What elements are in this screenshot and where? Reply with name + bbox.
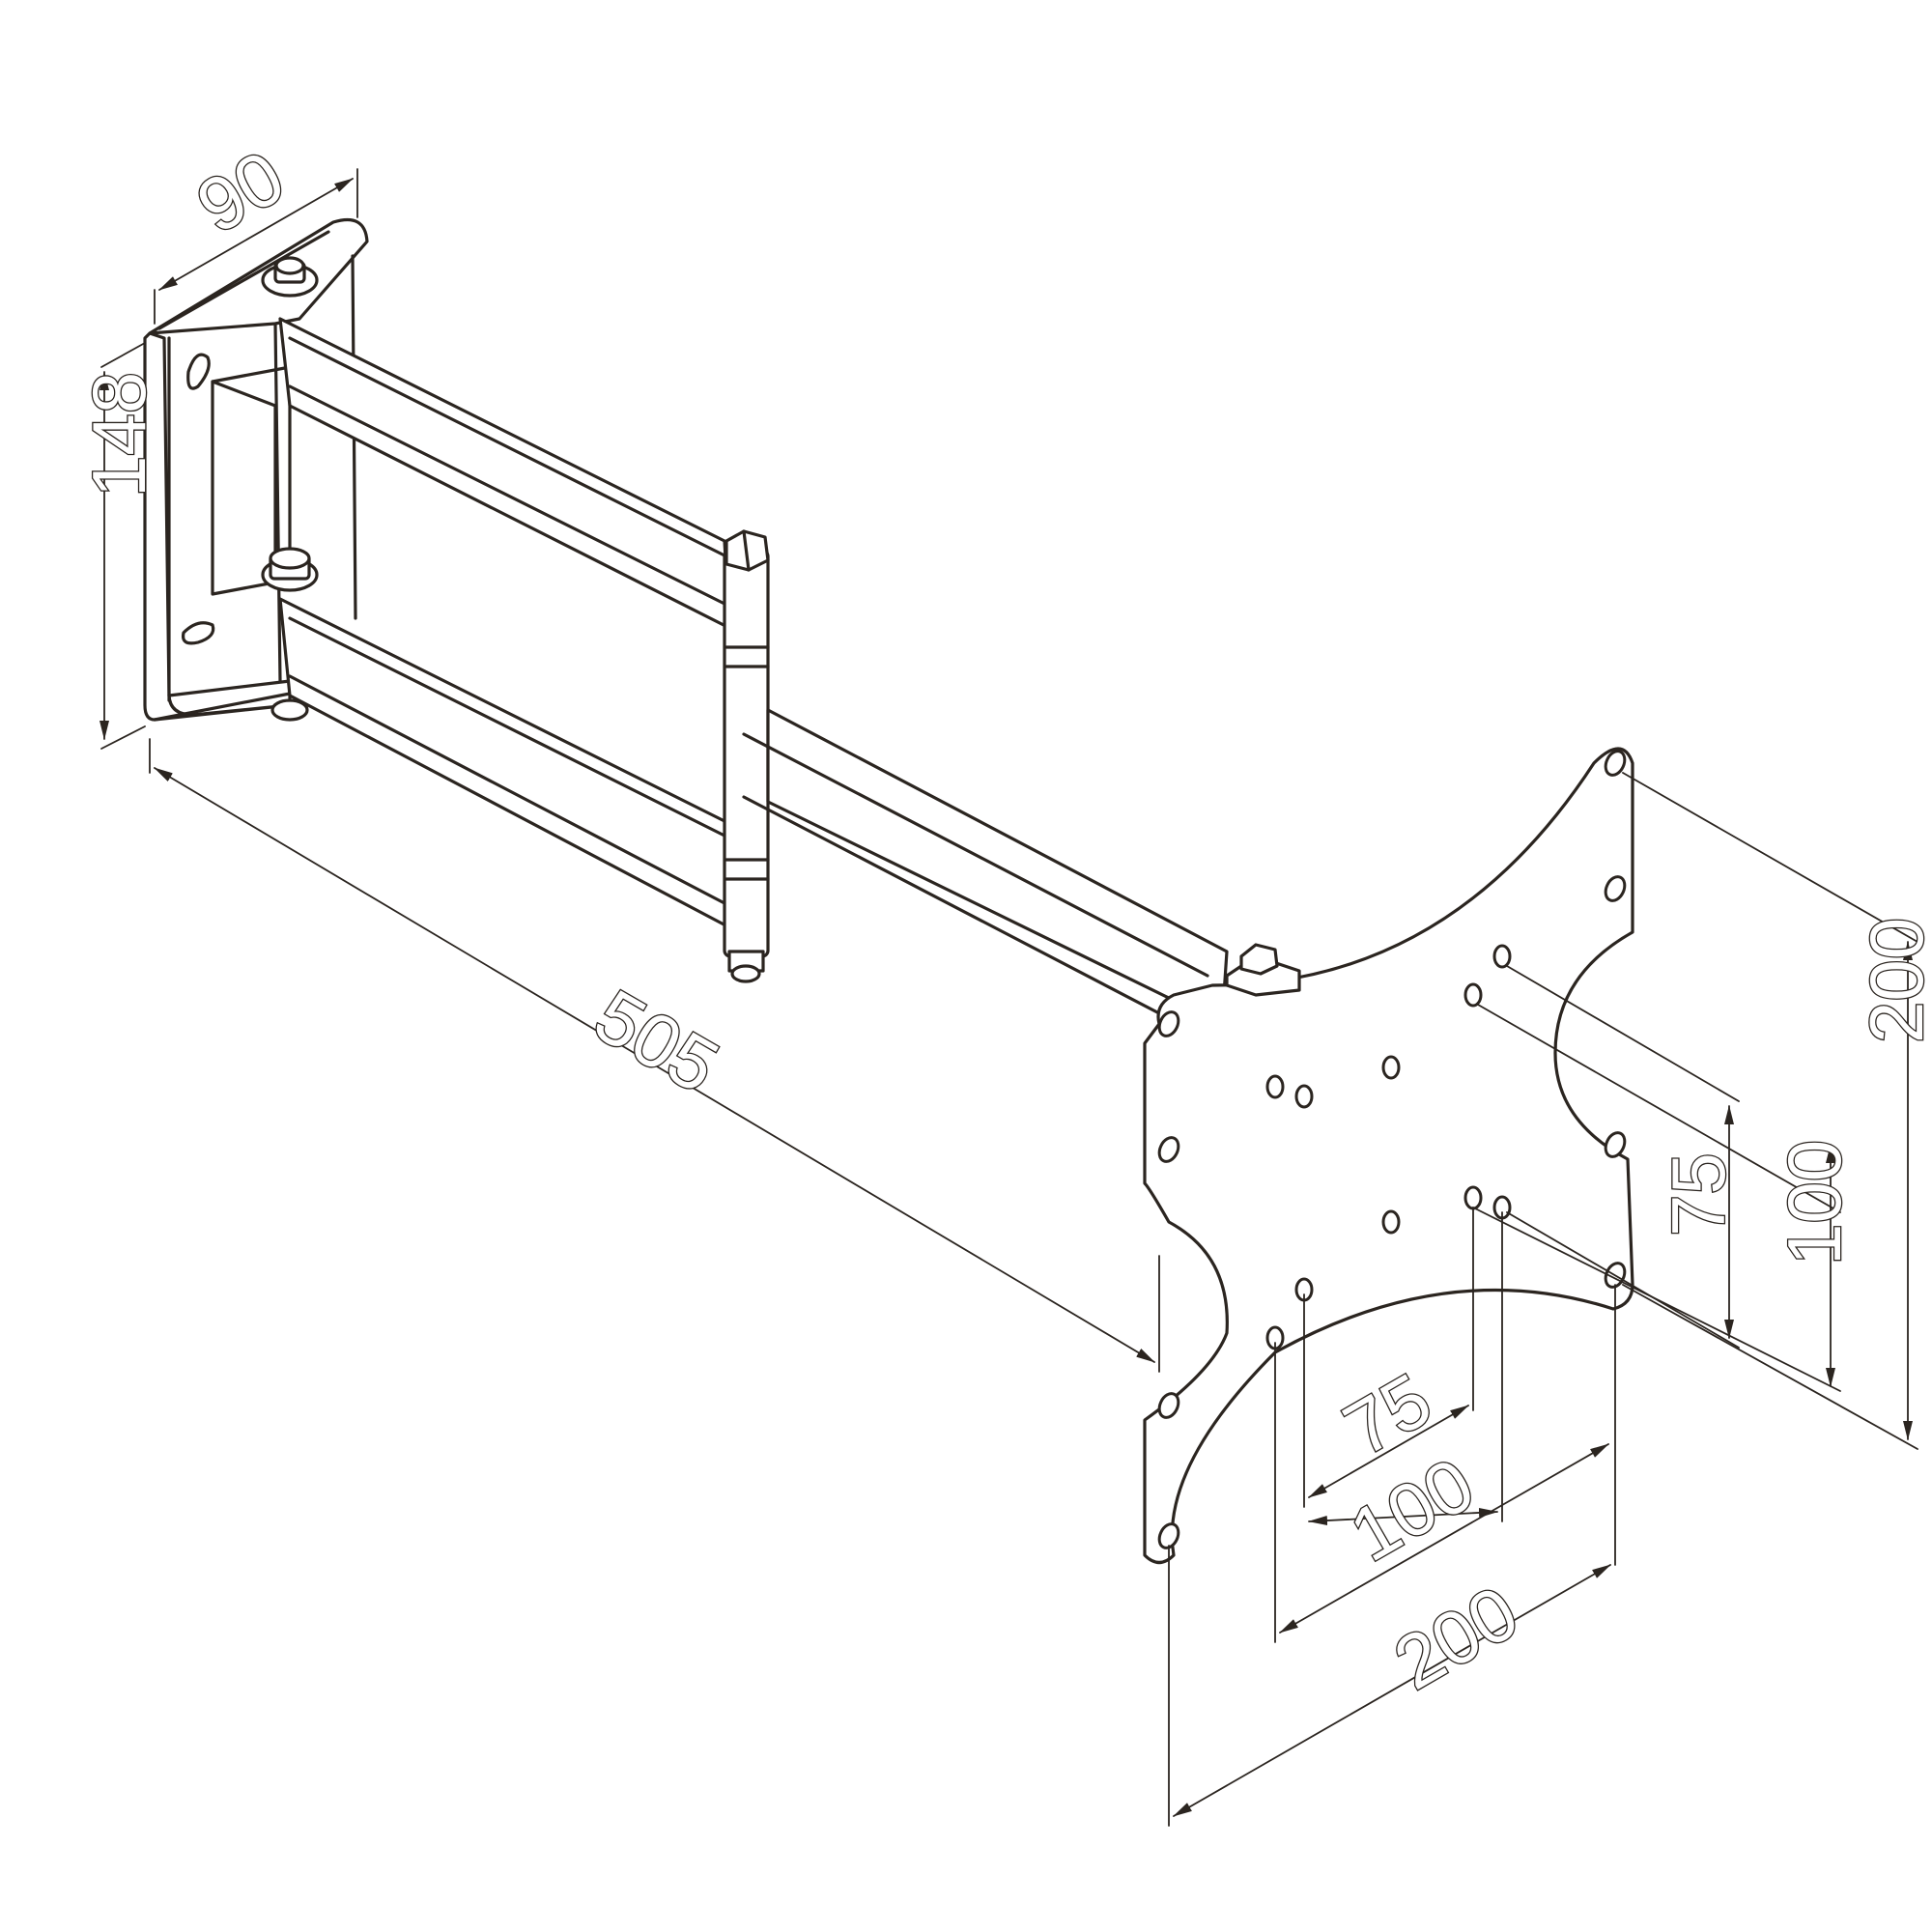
dim-label-vesa-h-200: 200 — [1380, 1569, 1532, 1705]
dim-label-505: 505 — [582, 973, 733, 1109]
dim-label-vesa-v-100: 100 — [1772, 1140, 1857, 1265]
dim-label-148: 148 — [76, 372, 161, 497]
tv-plate — [1143, 747, 1634, 1565]
dimension-148: 148 — [75, 342, 162, 750]
dim-label-90: 90 — [183, 134, 298, 250]
elbow-hinge — [723, 529, 770, 983]
dim-label-vesa-v-75: 75 — [1656, 1152, 1741, 1236]
vesa-vertical-dimensions: 75 100 200 — [1472, 772, 1932, 1450]
dim-label-vesa-v-200: 200 — [1854, 918, 1932, 1043]
forearm — [742, 708, 1229, 1040]
upper-arm — [278, 317, 731, 929]
